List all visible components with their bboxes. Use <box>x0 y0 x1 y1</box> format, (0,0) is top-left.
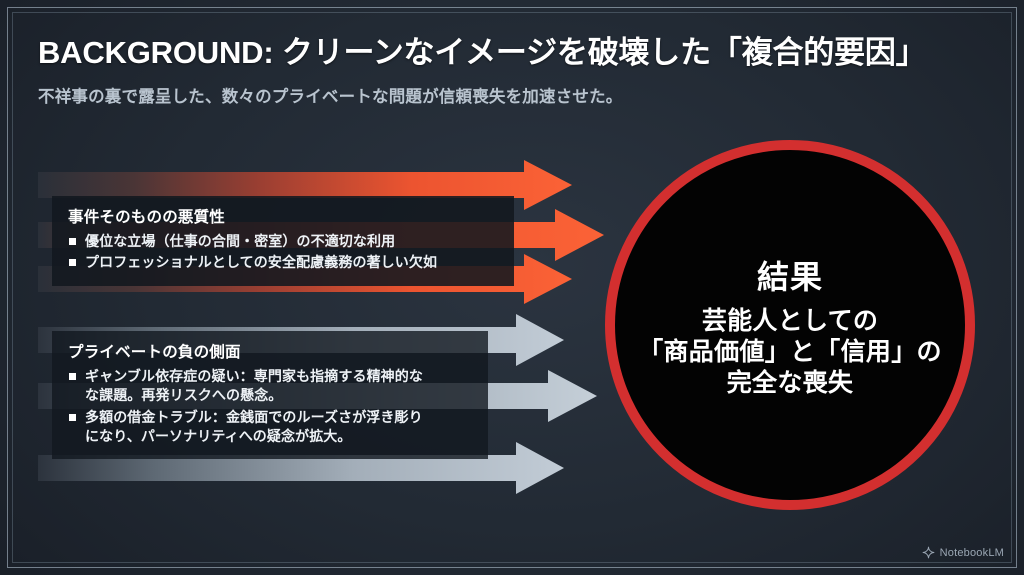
result-line-3: 完全な喪失 <box>726 368 854 397</box>
bullet-text: 優位な立場（仕事の合間・密室）の不適切な利用 <box>85 233 396 249</box>
factor-heading-incident-severity: 事件そのものの悪質性 <box>68 209 226 226</box>
bullet-text: プロフェッショナルとしての安全配慮義務の著しい欠如 <box>85 254 438 271</box>
factor-panel-incident-severity: 事件そのものの悪質性 優位な立場（仕事の合間・密室）の不適切な利用 プロフェッシ… <box>52 196 514 286</box>
watermark-label: NotebookLM <box>939 546 1004 559</box>
bullet-text: ギャンブル依存症の疑い：専門家も指摘する精神的な <box>85 368 423 384</box>
bullet-square-icon <box>69 259 76 267</box>
result-line-1: 芸能人としての <box>701 306 879 335</box>
list-item: 優位な立場（仕事の合間・密室）の不適切な利用 <box>68 232 498 251</box>
bullet-text: 多額の借金トラブル：金銭面でのルーズさが浮き彫り <box>85 408 423 425</box>
result-line-2: 「商品価値」と「信用」の <box>638 337 942 366</box>
notebooklm-watermark: NotebookLM <box>922 546 1004 559</box>
bullet-square-icon <box>69 413 76 421</box>
result-body: 芸能人としての 「商品価値」と「信用」の 完全な喪失 <box>638 306 942 399</box>
list-item: ギャンブル依存症の疑い：専門家も指摘する精神的な な課題。再発リスクへの懸念。 <box>68 367 472 406</box>
bullet-square-icon <box>69 373 76 380</box>
page-title: BACKGROUND: クリーンなイメージを破壊した「複合的要因」 <box>38 35 927 70</box>
factor-heading-private-negatives: プライベートの負の側面 <box>68 344 241 361</box>
bullet-text-cont: になり、パーソナリティへの疑念が拡大。 <box>85 427 352 444</box>
bullet-text-cont: な課題。再発リスクへの懸念。 <box>85 387 283 404</box>
result-circle: 結果 芸能人としての 「商品価値」と「信用」の 完全な喪失 <box>605 140 975 510</box>
notebooklm-spark-icon <box>922 546 935 559</box>
factor-panel-private-negatives: プライベートの負の側面 ギャンブル依存症の疑い：専門家も指摘する精神的な な課題… <box>52 331 488 460</box>
page-subtitle: 不祥事の裏で露呈した、数々のプライベートな問題が信頼喪失を加速させた。 <box>38 88 623 106</box>
list-item: 多額の借金トラブル：金銭面でのルーズさが浮き彫り になり、パーソナリティへの疑念… <box>68 408 472 447</box>
list-item: プロフェッショナルとしての安全配慮義務の著しい欠如 <box>68 253 498 272</box>
bullet-square-icon <box>69 238 76 245</box>
result-label: 結果 <box>756 258 823 295</box>
factor-bullets-private-negatives: ギャンブル依存症の疑い：専門家も指摘する精神的な な課題。再発リスクへの懸念。 … <box>68 367 472 446</box>
factor-bullets-incident-severity: 優位な立場（仕事の合間・密室）の不適切な利用 プロフェッショナルとしての安全配慮… <box>68 232 498 273</box>
